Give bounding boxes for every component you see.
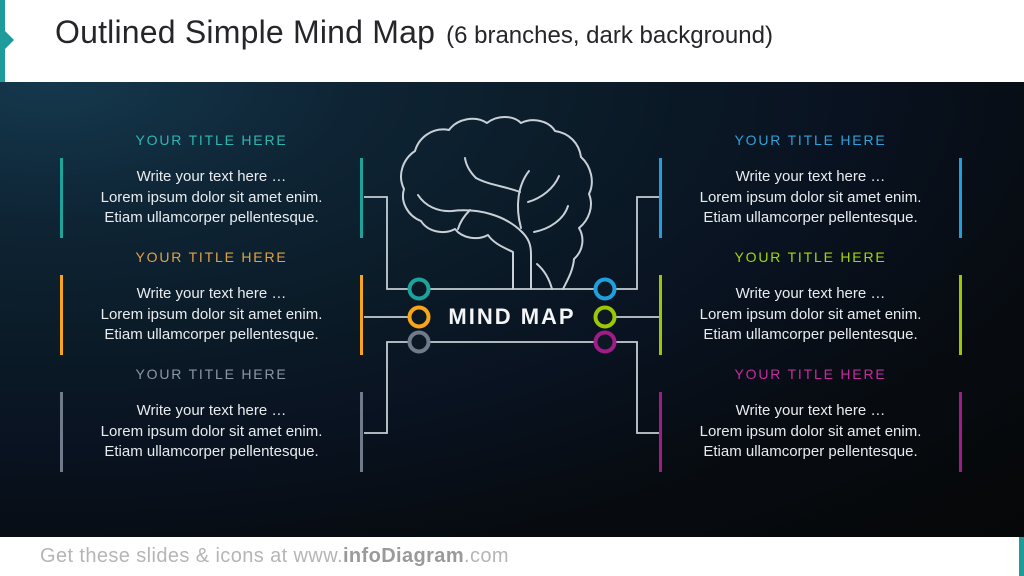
branch-body-line: Lorem ipsum dolor sit amet enim. xyxy=(100,422,323,440)
branch-body-line: Write your text here … xyxy=(136,168,287,186)
branch-body-line: Etiam ullamcorper pellentesque. xyxy=(703,326,918,344)
branch-body-line: Etiam ullamcorper pellentesque. xyxy=(104,209,319,227)
footer-brand: infoDiagram xyxy=(342,545,465,567)
node-right-middle xyxy=(593,305,617,329)
branch-body-line: Write your text here … xyxy=(735,402,886,420)
page-title-subtitle: (6 branches, dark background) xyxy=(446,22,773,49)
branch-block-left-middle: YOUR TITLE HERE Write your text here … L… xyxy=(60,247,363,355)
branch-body-line: Lorem ipsum dolor sit amet enim. xyxy=(699,188,922,206)
branch-body-line: Lorem ipsum dolor sit amet enim. xyxy=(699,422,922,440)
mindmap-canvas: MIND MAP YOUR TITLE HERE Write your text… xyxy=(0,82,1024,537)
branch-block-right-middle: YOUR TITLE HERE Write your text here … L… xyxy=(659,247,962,355)
branch-body-line: Etiam ullamcorper pellentesque. xyxy=(703,443,918,461)
branch-body-line: Lorem ipsum dolor sit amet enim. xyxy=(100,188,323,206)
branch-body-line: Write your text here … xyxy=(136,285,287,303)
branch-block-left-bottom: YOUR TITLE HERE Write your text here … L… xyxy=(60,364,363,472)
connector-right-top xyxy=(616,196,660,290)
footer-accent-bar xyxy=(1019,537,1024,576)
footer-text-prefix: Get these slides & icons at www. xyxy=(40,545,343,567)
branch-title: YOUR TITLE HERE xyxy=(135,366,288,382)
node-left-bottom xyxy=(407,330,431,354)
brain-icon xyxy=(400,116,593,290)
branch-body-line: Lorem ipsum dolor sit amet enim. xyxy=(699,305,922,323)
branch-body-line: Etiam ullamcorper pellentesque. xyxy=(104,326,319,344)
branch-title: YOUR TITLE HERE xyxy=(135,132,288,148)
branch-body: Write your text here … Lorem ipsum dolor… xyxy=(659,158,962,238)
node-right-top xyxy=(593,277,617,301)
branch-body: Write your text here … Lorem ipsum dolor… xyxy=(60,158,363,238)
branch-body-line: Write your text here … xyxy=(735,285,886,303)
branch-block-right-bottom: YOUR TITLE HERE Write your text here … L… xyxy=(659,364,962,472)
branch-body-line: Write your text here … xyxy=(136,402,287,420)
branch-title: YOUR TITLE HERE xyxy=(734,366,887,382)
connector-right-bottom xyxy=(616,341,660,434)
header-accent-arrow-icon xyxy=(5,31,14,49)
header-accent-bar xyxy=(0,0,5,82)
branch-body: Write your text here … Lorem ipsum dolor… xyxy=(60,275,363,355)
branch-block-left-top: YOUR TITLE HERE Write your text here … L… xyxy=(60,130,363,238)
node-left-middle xyxy=(407,305,431,329)
branch-title: YOUR TITLE HERE xyxy=(734,132,887,148)
page-title: Outlined Simple Mind Map (6 branches, da… xyxy=(55,14,773,51)
branch-title: YOUR TITLE HERE xyxy=(734,249,887,265)
connector-left-bottom xyxy=(364,341,408,434)
branch-body: Write your text here … Lorem ipsum dolor… xyxy=(60,392,363,472)
connector-left-top xyxy=(364,196,408,290)
branch-body: Write your text here … Lorem ipsum dolor… xyxy=(659,392,962,472)
footer-text-suffix: .com xyxy=(464,545,509,567)
mindmap-diagram xyxy=(364,116,660,434)
slide-header: Outlined Simple Mind Map (6 branches, da… xyxy=(0,0,1024,82)
page-title-main: Outlined Simple Mind Map xyxy=(55,14,436,50)
branch-block-right-top: YOUR TITLE HERE Write your text here … L… xyxy=(659,130,962,238)
node-right-bottom xyxy=(593,330,617,354)
branch-body-line: Lorem ipsum dolor sit amet enim. xyxy=(100,305,323,323)
branch-body-line: Etiam ullamcorper pellentesque. xyxy=(703,209,918,227)
branch-title: YOUR TITLE HERE xyxy=(135,249,288,265)
branch-body-line: Write your text here … xyxy=(735,168,886,186)
center-label: MIND MAP xyxy=(448,304,576,329)
node-left-top xyxy=(407,277,431,301)
branch-body-line: Etiam ullamcorper pellentesque. xyxy=(104,443,319,461)
connector-lines xyxy=(364,196,660,434)
footer: Get these slides & icons at www.infoDiag… xyxy=(0,537,1024,576)
branch-body: Write your text here … Lorem ipsum dolor… xyxy=(659,275,962,355)
branch-nodes xyxy=(407,277,617,354)
